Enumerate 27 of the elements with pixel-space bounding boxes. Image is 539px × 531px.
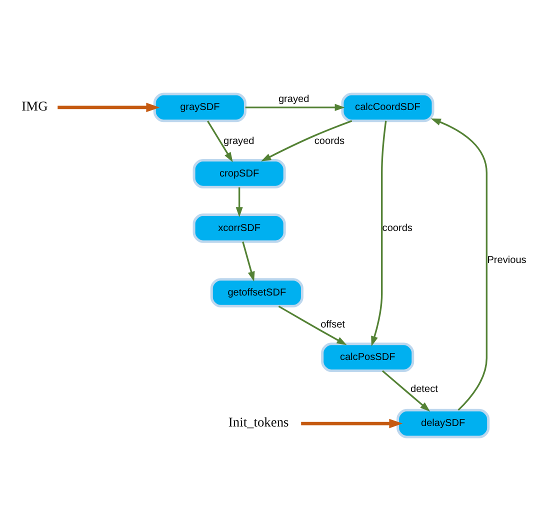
arrow bbox=[206, 120, 233, 162]
arrow bbox=[58, 102, 160, 112]
node-text: Init_tokens bbox=[228, 414, 289, 430]
arrow bbox=[301, 418, 403, 428]
node-box: getoffsetSDF bbox=[210, 278, 304, 308]
node-box: calcCoordSDF bbox=[341, 92, 434, 122]
edge-label: Previous bbox=[487, 255, 526, 266]
arrow bbox=[371, 120, 387, 346]
arrow bbox=[245, 104, 345, 111]
arrow bbox=[430, 118, 488, 411]
node-text: IMG bbox=[22, 98, 48, 114]
arrow bbox=[242, 242, 255, 282]
arrow bbox=[236, 187, 243, 218]
edge-label: detect bbox=[410, 384, 438, 396]
arrow bbox=[382, 370, 430, 412]
node-box: calcPosSDF bbox=[321, 342, 414, 372]
edge-label: offset bbox=[320, 320, 346, 331]
node-box: xcorrSDF bbox=[192, 214, 286, 243]
arrow bbox=[278, 306, 347, 346]
edge-label: grayed bbox=[224, 136, 254, 148]
node-box: cropSDF bbox=[192, 159, 286, 188]
edge-label: coords bbox=[382, 222, 412, 234]
node-box: delaySDF bbox=[396, 408, 490, 438]
edge-label: coords bbox=[314, 136, 345, 148]
node-box: graySDF bbox=[153, 92, 246, 122]
arrow bbox=[260, 120, 352, 162]
edge-label: grayed bbox=[278, 94, 310, 106]
